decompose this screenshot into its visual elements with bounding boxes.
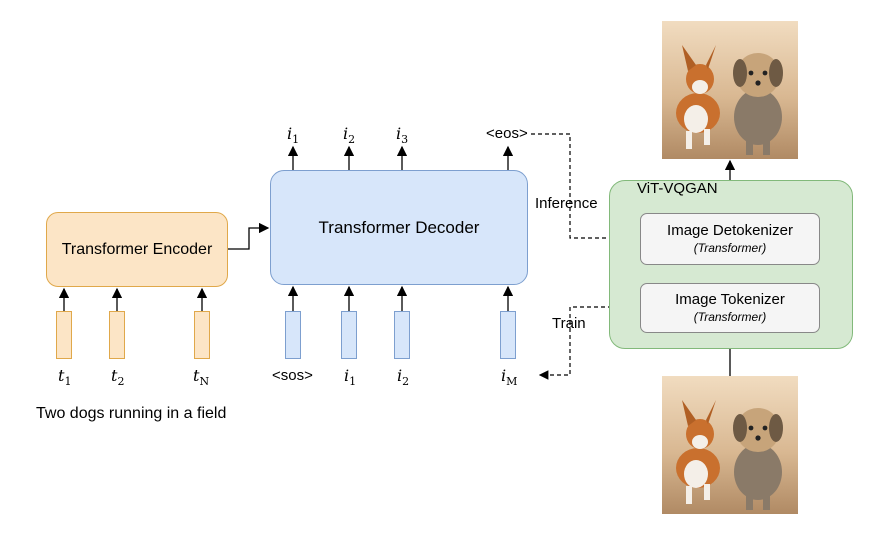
image-token-sos: [285, 311, 301, 359]
transformer-decoder: Transformer Decoder: [270, 170, 528, 285]
label-in-iM: iM: [501, 366, 518, 389]
label-t2: t2: [111, 366, 125, 389]
label-t1: t1: [58, 366, 72, 389]
text-caption: Two dogs running in a field: [36, 405, 227, 422]
image-detokenizer: Image Detokenizer (Transformer): [640, 213, 820, 265]
inference-path: [531, 133, 638, 243]
image-tokenizer: Image Tokenizer (Transformer): [640, 283, 820, 333]
tokenizer-label: Image Tokenizer: [675, 291, 785, 309]
text-token-n: [194, 311, 210, 359]
input-dog-image: [662, 376, 798, 514]
detokenizer-sub: (Transformer): [693, 240, 767, 255]
detokenizer-label: Image Detokenizer: [667, 222, 793, 240]
tokenizer-sub: (Transformer): [693, 309, 767, 324]
decoder-label: Transformer Decoder: [318, 217, 480, 237]
encoder-label: Transformer Encoder: [61, 240, 213, 258]
vit-vqgan-title: ViT-VQGAN: [637, 180, 718, 197]
label-out-i3: i3: [396, 124, 409, 147]
label-out-eos: <eos>: [486, 125, 528, 142]
arrow-encoder-decoder: [228, 222, 270, 250]
label-tN: tN: [193, 366, 210, 389]
image-token-2: [394, 311, 410, 359]
label-in-sos: <sos>: [272, 367, 313, 384]
label-out-i1: i1: [287, 124, 300, 147]
image-token-1: [341, 311, 357, 359]
transformer-encoder: Transformer Encoder: [46, 212, 228, 287]
image-token-m: [500, 311, 516, 359]
output-dog-image: [662, 21, 798, 159]
label-in-i1: i1: [344, 366, 357, 389]
train-label: Train: [552, 315, 586, 332]
train-path: [538, 306, 640, 380]
label-out-i2: i2: [343, 124, 356, 147]
text-token-2: [109, 311, 125, 359]
label-in-i2: i2: [397, 366, 410, 389]
text-token-1: [56, 311, 72, 359]
inference-label: Inference: [535, 195, 598, 212]
